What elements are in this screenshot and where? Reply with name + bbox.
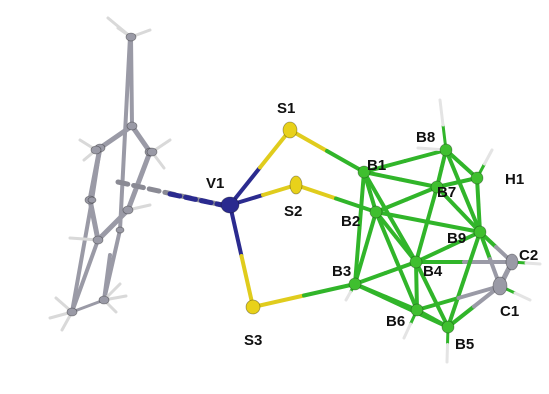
bh-hydrogen-bond <box>524 261 542 266</box>
cage-bond <box>461 189 482 234</box>
sulfur-atom-S1 <box>282 121 298 139</box>
label-S2: S2 <box>284 203 302 220</box>
sulfur-atom-S2 <box>289 175 303 195</box>
boron-atom-B2 <box>369 205 383 219</box>
bh-hydrogen-bond <box>402 322 412 340</box>
cage-bond <box>362 170 403 182</box>
label-B7: B7 <box>437 184 456 201</box>
carbon-atom <box>122 205 134 215</box>
carbon-atom <box>115 226 125 234</box>
carbon-atom-C2 <box>505 253 519 271</box>
cage-bond <box>426 220 482 234</box>
cage-bond <box>414 260 434 297</box>
boron-atom-B3 <box>348 277 362 291</box>
carbon-atom <box>92 235 104 245</box>
bh-hydrogen-bond <box>483 148 494 166</box>
carbon-atom-C1 <box>492 276 508 296</box>
cp-ring-bond <box>95 207 131 243</box>
bh-hydrogen-bond <box>513 291 532 302</box>
cage-bond <box>462 230 482 282</box>
label-S3: S3 <box>244 332 262 349</box>
boron-atom-B9 <box>473 225 487 239</box>
cp-ring-bond <box>70 198 94 314</box>
bonds-layer <box>48 16 542 364</box>
v-s3-bond <box>228 203 244 258</box>
cage-bond <box>363 210 378 250</box>
label-B6: B6 <box>386 313 405 330</box>
boron-atom-B6 <box>410 303 424 317</box>
s3-b3-bond <box>251 293 306 309</box>
cp-ring-bond <box>102 228 122 302</box>
carbon-atom <box>87 196 97 204</box>
cage-bond <box>374 210 399 263</box>
boron-atom-BT <box>470 171 484 185</box>
label-V1: V1 <box>206 175 224 192</box>
cage-bond <box>456 284 502 300</box>
carbon-atom <box>125 32 137 42</box>
label-B5: B5 <box>455 336 474 353</box>
carbon-atom <box>126 121 138 131</box>
label-B1: B1 <box>367 157 386 174</box>
bh-hydrogen-bond <box>438 98 445 127</box>
atoms-layer <box>66 32 519 334</box>
boron-atom-B7 <box>430 180 444 194</box>
cage-bond <box>430 292 450 329</box>
label-H1: H1 <box>505 171 524 188</box>
label-C2: C2 <box>519 247 538 264</box>
cage-bond <box>398 177 439 189</box>
cage-bond <box>353 246 368 286</box>
cage-bond <box>362 159 407 174</box>
cp-ring-bond <box>70 298 106 314</box>
s2-b2-bond <box>294 183 338 201</box>
boron-atom-B8 <box>439 143 453 157</box>
v-s1-bond <box>258 128 292 170</box>
cage-bond <box>444 148 465 193</box>
label-C1: C1 <box>500 303 519 320</box>
bh-hydrogen-bond <box>445 343 449 364</box>
cage-bond <box>414 222 429 264</box>
cp-ring-bond <box>125 149 153 213</box>
boron-atom-B4 <box>409 255 423 269</box>
label-B3: B3 <box>332 263 351 280</box>
cp-ring-bond <box>118 35 132 232</box>
cage-bond <box>424 185 439 227</box>
s3-b3-bond <box>302 282 357 298</box>
v-s3-bond <box>239 254 255 309</box>
label-B2: B2 <box>341 213 360 230</box>
cp-methyl-bond <box>70 238 100 314</box>
sulfur-atom-S3 <box>245 299 261 315</box>
label-B8: B8 <box>416 129 435 146</box>
vanadium-atom-V1 <box>220 196 240 214</box>
s1-b1-bond <box>325 149 366 174</box>
cp-ring-bond <box>129 123 153 155</box>
cage-bond <box>403 148 448 163</box>
cage-bond <box>353 282 404 308</box>
label-S1: S1 <box>277 100 295 117</box>
carbon-atom <box>146 147 158 157</box>
label-B4: B4 <box>423 263 443 280</box>
carbon-atom <box>90 145 102 155</box>
label-B9: B9 <box>447 230 466 247</box>
bh-hydrogen-bond <box>344 290 352 302</box>
s2-b2-bond <box>334 196 378 214</box>
cage-bond <box>446 277 466 329</box>
cage-bond <box>374 210 430 224</box>
cp-ring-bond <box>90 146 102 202</box>
cage-bond <box>415 296 461 312</box>
carbon-atom <box>66 307 78 317</box>
v-cp-dashed-bond <box>167 191 225 208</box>
boron-atom-B1 <box>357 165 371 179</box>
carbon-atom <box>98 295 110 305</box>
boron-atom-B5 <box>441 320 455 334</box>
cage-bond <box>357 170 366 230</box>
